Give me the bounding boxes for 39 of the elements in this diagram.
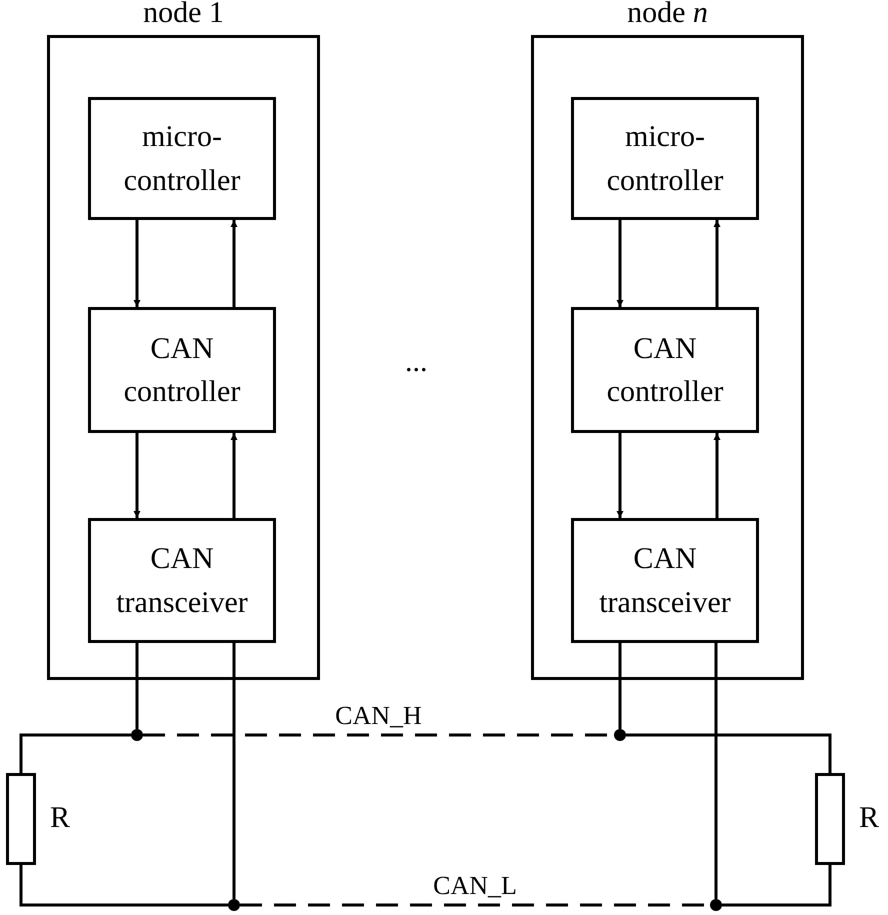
junction-dot — [614, 729, 626, 741]
ellipsis-label: ... — [405, 345, 428, 379]
arrow — [134, 433, 140, 518]
component-box — [571, 518, 759, 643]
bus-wire — [722, 865, 832, 906]
bus-wire — [20, 865, 228, 906]
arrow — [714, 220, 720, 307]
component-label: CAN controller — [606, 330, 724, 410]
component-label: CAN transceiver — [115, 541, 249, 620]
node-title: node 1 — [142, 0, 225, 30]
component-box — [88, 97, 276, 220]
arrow — [616, 433, 624, 518]
bus-wire — [618, 643, 622, 729]
bus-wire — [714, 643, 718, 899]
component-label: CAN controller — [122, 330, 242, 410]
arrow — [230, 433, 238, 518]
resistor-symbol — [6, 773, 36, 865]
arrow — [134, 220, 140, 307]
bus-wire — [626, 734, 832, 773]
bus-wire — [232, 643, 236, 899]
junction-dot — [710, 899, 722, 911]
junction-dot — [228, 899, 240, 911]
node-title: node n — [626, 0, 709, 30]
component-label: CAN transceiver — [598, 541, 732, 620]
resistor-label: R — [859, 801, 880, 835]
component-box — [88, 518, 276, 643]
component-label: micro- controller — [606, 119, 724, 198]
component-box — [88, 307, 276, 433]
resistor-symbol — [815, 773, 845, 865]
arrow — [714, 433, 720, 518]
component-box — [571, 307, 759, 433]
bus-wire — [136, 643, 138, 729]
bus-wire — [20, 734, 131, 773]
arrow — [616, 220, 624, 307]
component-box — [571, 97, 759, 220]
arrow — [230, 220, 238, 307]
component-label: micro- controller — [122, 119, 242, 198]
junction-dot — [131, 729, 143, 741]
resistor-label: R — [50, 801, 70, 835]
